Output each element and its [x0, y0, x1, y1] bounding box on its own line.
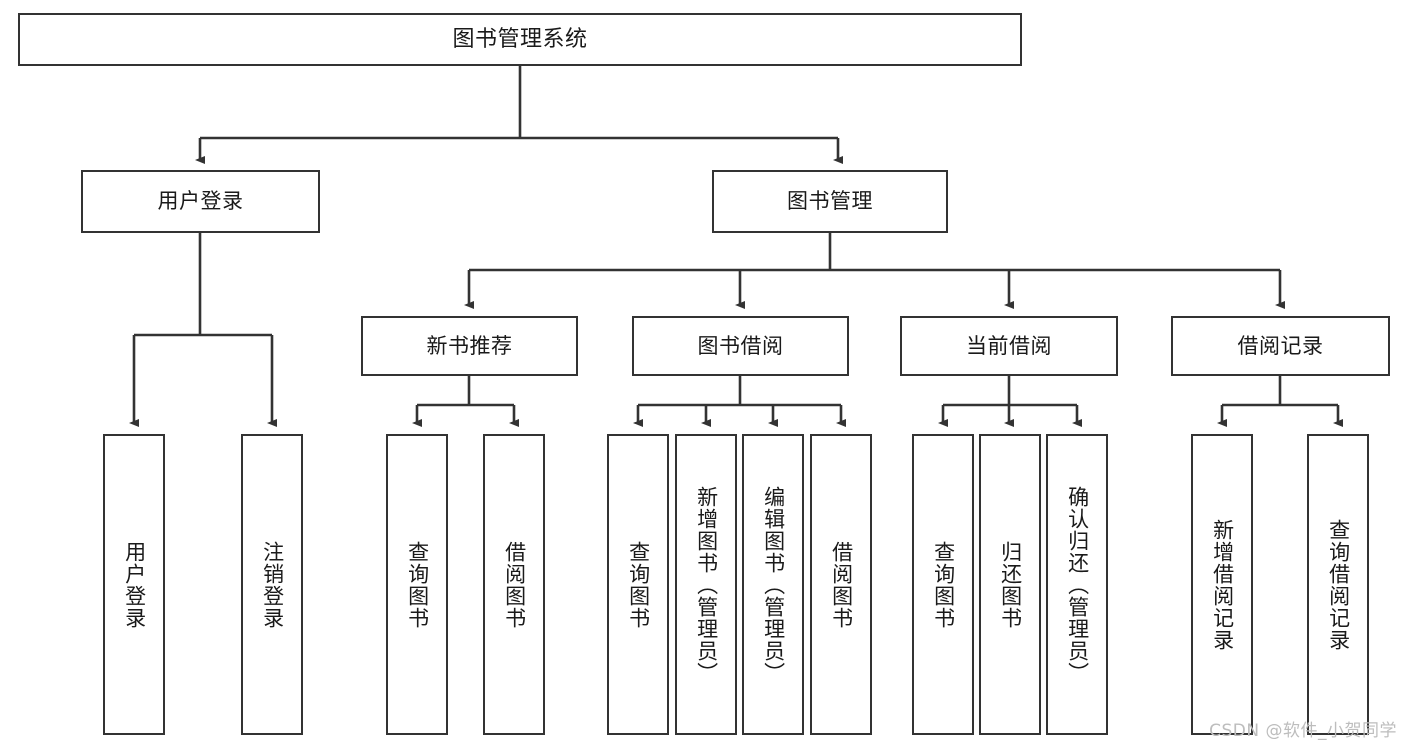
leaf-borrow-borrow-book[interactable]: 借阅图书 — [810, 434, 872, 735]
leaf-current-confirm-return-admin[interactable]: 确认归还（管理员） — [1046, 434, 1108, 735]
leaf-recommend-borrow-book[interactable]: 借阅图书 — [483, 434, 545, 735]
leaf-user-login-signin[interactable]: 用户登录 — [103, 434, 165, 735]
node-label: 借阅图书 — [829, 540, 854, 629]
node-label: 用户登录 — [157, 189, 244, 214]
leaf-borrow-edit-book-admin[interactable]: 编辑图书（管理员） — [742, 434, 804, 735]
node-label: 新增借阅记录 — [1210, 518, 1235, 651]
watermark: CSDN @软件_小贺同学 — [1209, 721, 1397, 741]
leaf-borrow-add-book-admin[interactable]: 新增图书（管理员） — [675, 434, 737, 735]
node-label: 借阅图书 — [502, 540, 527, 629]
node-label: 新书推荐 — [426, 333, 513, 358]
leaf-borrow-query-book[interactable]: 查询图书 — [607, 434, 669, 735]
node-label: 图书借阅 — [697, 333, 784, 358]
node-label: 图书管理 — [787, 189, 873, 214]
node-label: 归还图书 — [998, 540, 1023, 629]
node-label: 编辑图书（管理员） — [761, 485, 786, 684]
leaf-record-add-record[interactable]: 新增借阅记录 — [1191, 434, 1253, 735]
node-label: 用户登录 — [122, 540, 147, 629]
node-label: 查询图书 — [626, 540, 651, 629]
node-label: 查询借阅记录 — [1326, 518, 1351, 651]
node-label: 注销登录 — [260, 540, 285, 629]
node-borrow-record[interactable]: 借阅记录 — [1171, 316, 1390, 376]
leaf-record-query-record[interactable]: 查询借阅记录 — [1307, 434, 1369, 735]
node-current-borrow[interactable]: 当前借阅 — [900, 316, 1118, 376]
leaf-current-query-book[interactable]: 查询图书 — [912, 434, 974, 735]
node-book-management[interactable]: 图书管理 — [712, 170, 948, 233]
node-label: 新增图书（管理员） — [694, 485, 719, 684]
node-user-login[interactable]: 用户登录 — [81, 170, 320, 233]
node-label: 查询图书 — [405, 540, 430, 629]
node-label: 图书管理系统 — [452, 26, 588, 52]
node-label: 借阅记录 — [1237, 333, 1324, 358]
node-label: 当前借阅 — [966, 333, 1052, 358]
node-label: 确认归还（管理员） — [1065, 485, 1090, 684]
leaf-current-return-book[interactable]: 归还图书 — [979, 434, 1041, 735]
leaf-recommend-query-book[interactable]: 查询图书 — [386, 434, 448, 735]
node-book-borrow[interactable]: 图书借阅 — [632, 316, 849, 376]
node-root-system[interactable]: 图书管理系统 — [18, 13, 1022, 66]
node-label: 查询图书 — [931, 540, 956, 629]
leaf-user-login-signout[interactable]: 注销登录 — [241, 434, 303, 735]
node-new-book-recommend[interactable]: 新书推荐 — [361, 316, 578, 376]
